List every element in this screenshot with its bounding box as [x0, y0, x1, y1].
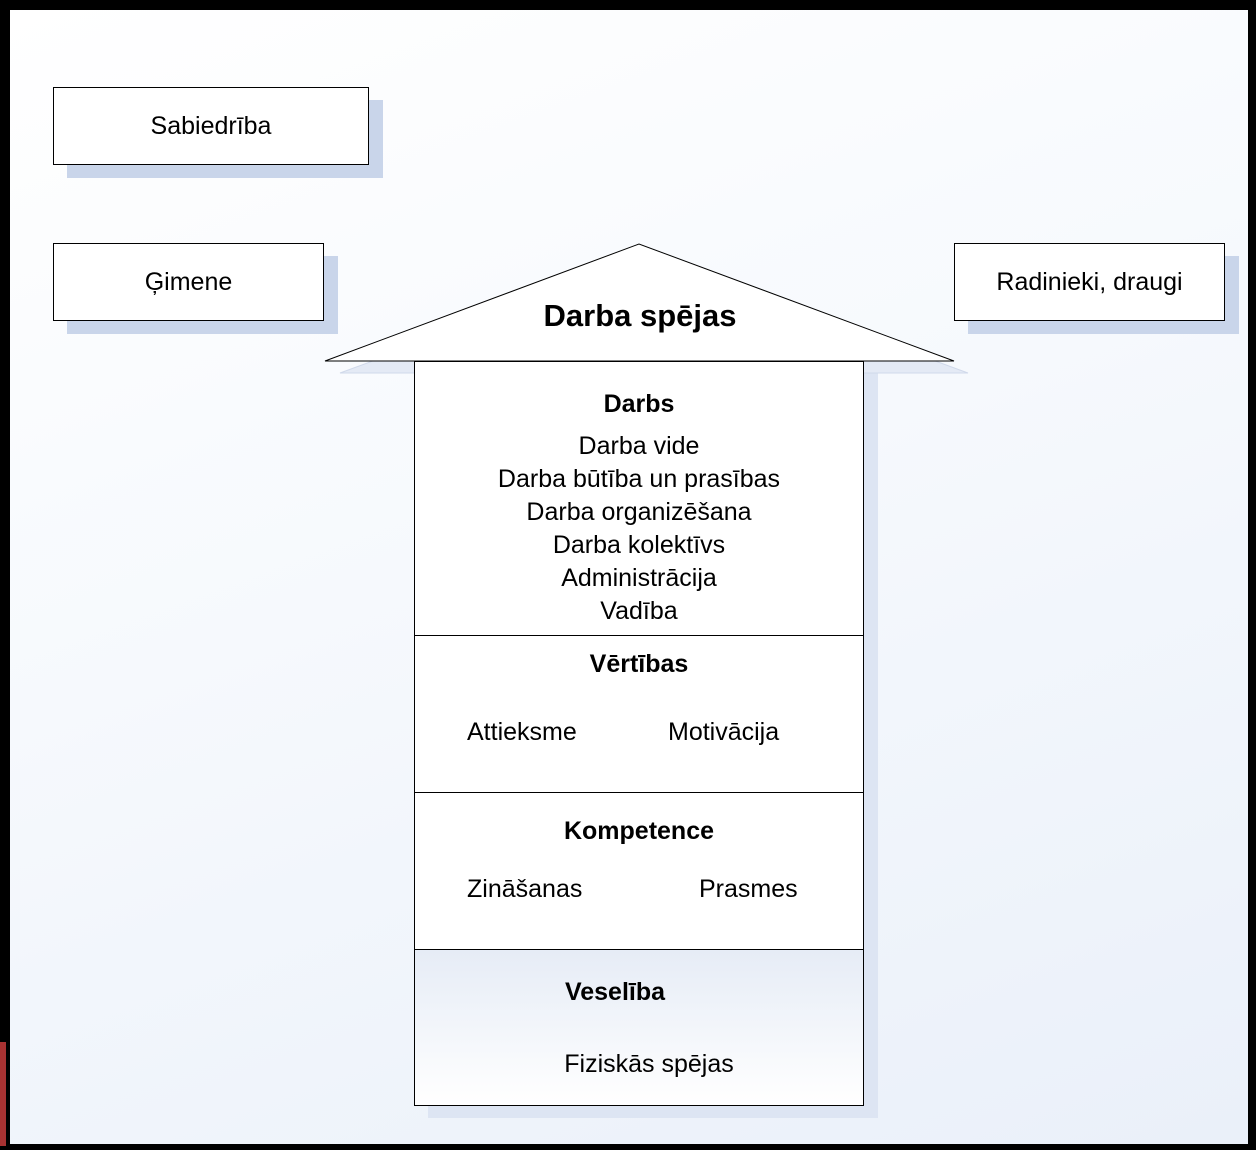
radinieki-box: Radinieki, draugi [954, 243, 1225, 321]
vertibas-title: Vērtības [589, 650, 689, 678]
kompetence-title: Kompetence [563, 817, 715, 845]
darbs-item: Darba organizēšana [526, 498, 752, 526]
section-veseliba: Veselība Fiziskās spējas [414, 949, 864, 1106]
darbs-item: Administrācija [561, 564, 717, 592]
section-darbs: Darbs Darba vide Darba būtība un prasība… [414, 361, 864, 636]
darbs-item: Vadība [600, 597, 678, 625]
vertibas-right: Motivācija [668, 718, 780, 746]
kompetence-left: Zināšanas [467, 875, 583, 903]
gimene-box: Ģimene [53, 243, 324, 321]
gimene-label: Ģimene [144, 267, 233, 296]
section-vertibas: Vērtības Attieksme Motivācija [414, 635, 864, 793]
sabiedriba-box: Sabiedrība [53, 87, 369, 165]
vertibas-left: Attieksme [467, 718, 577, 746]
veseliba-title: Veselība [564, 978, 666, 1006]
roof-title: Darba spējas [543, 298, 737, 333]
kompetence-right: Prasmes [699, 875, 798, 903]
veseliba-item: Fiziskās spējas [564, 1050, 734, 1078]
section-kompetence: Kompetence Zināšanas Prasmes [414, 792, 864, 950]
logo-fragment [0, 1042, 6, 1146]
darbs-item: Darba vide [578, 432, 700, 460]
darbs-item: Darba kolektīvs [552, 531, 726, 559]
sabiedriba-label: Sabiedrība [150, 111, 272, 140]
radinieki-label: Radinieki, draugi [996, 267, 1183, 296]
darbs-title: Darbs [603, 390, 675, 418]
darbs-item: Darba būtība un prasības [497, 465, 781, 493]
